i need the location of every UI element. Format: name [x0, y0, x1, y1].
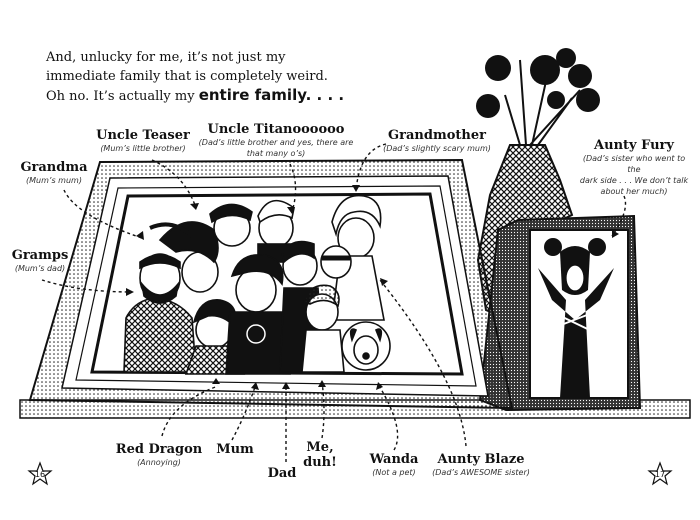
page-number-right: 17: [654, 470, 666, 479]
pointer-grandmother: [355, 143, 387, 191]
page-number-left: 16: [34, 470, 46, 479]
pointer-red-dragon: [161, 385, 219, 437]
label-me: Me, duh!: [303, 440, 337, 470]
label-wanda: Wanda (Not a pet): [369, 452, 419, 477]
label-mum: Mum: [216, 442, 254, 457]
intro-line-3: Oh no. It’s actually my entire family. .…: [46, 86, 345, 104]
label-dad: Dad: [267, 466, 297, 481]
label-red-dragon: Red Dragon (Annoying): [115, 442, 203, 467]
label-uncle-titan: Uncle Titanoooooo (Dad’s little brother …: [198, 122, 354, 158]
star-left-icon: [27, 461, 53, 486]
intro-paragraph: And, unlucky for me, it’s not just my im…: [46, 48, 346, 106]
label-grandmother: Grandmother (Dad’s slightly scary mum): [383, 128, 491, 153]
label-aunty-fury: Aunty Fury (Dad’s sister who went to the…: [579, 138, 689, 196]
label-gramps: Gramps (Mum’s dad): [11, 248, 69, 273]
family-figures: [123, 194, 391, 375]
pointer-grandma: [63, 189, 143, 239]
pointer-mum: [231, 383, 257, 441]
intro-line-1: And, unlucky for me, it’s not just my: [46, 50, 286, 65]
pointer-wanda: [377, 383, 399, 451]
intro-emphasis: entire family. . . .: [198, 86, 345, 104]
label-uncle-teaser: Uncle Teaser (Mum’s little brother): [96, 128, 190, 153]
label-pointers: [41, 143, 627, 463]
pointer-aunty-blaze: [379, 279, 467, 447]
pointer-uncle-teaser: [151, 159, 197, 209]
label-aunty-blaze: Aunty Blaze (Dad’s AWESOME sister): [432, 452, 530, 477]
label-grandma: Grandma (Mum’s mum): [20, 160, 88, 185]
pointer-arrowheads: [126, 185, 619, 390]
star-right-icon: [647, 461, 673, 486]
intro-line-2: immediate family that is completely weir…: [46, 69, 328, 84]
aunty-fury-frame: [478, 214, 642, 412]
pointer-gramps: [41, 279, 133, 293]
